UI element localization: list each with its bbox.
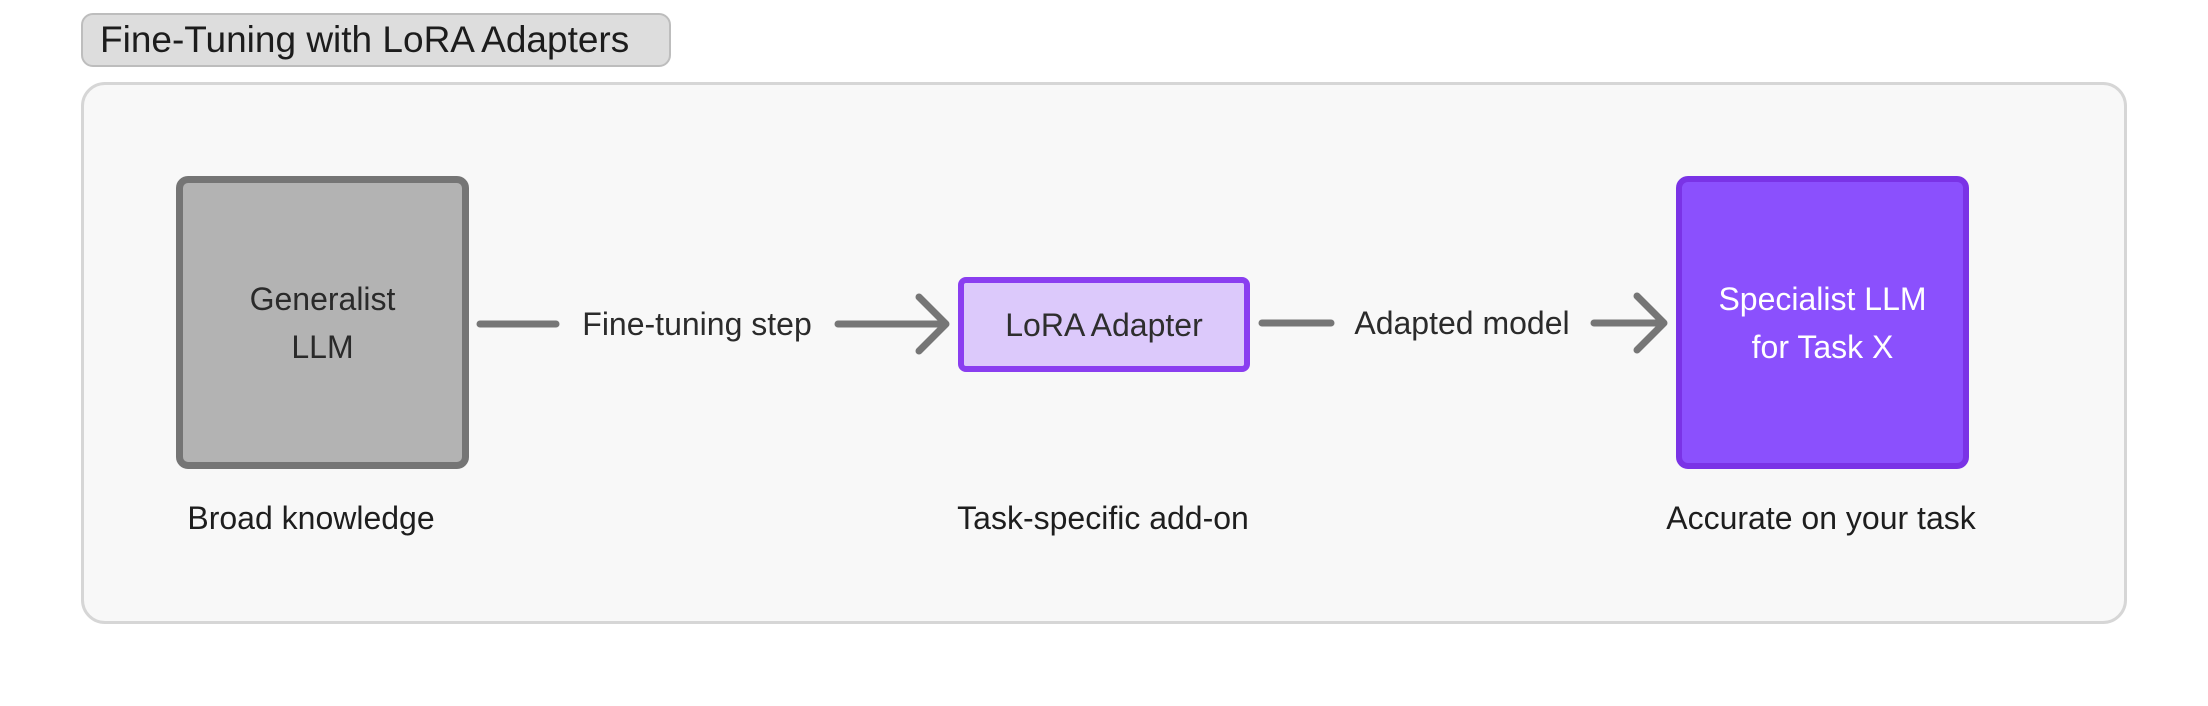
edge-fine-tuning [476,293,950,355]
specialist-llm-label: Specialist LLM for Task X [1718,280,1927,365]
edge-fine-tuning-arrowhead [915,293,950,355]
diagram-title: Fine-Tuning with LoRA Adapters [81,13,671,67]
caption-specialist: Accurate on your task [1666,500,1976,536]
generalist-llm-label: Generalist LLM [249,280,396,365]
caption-generalist: Broad knowledge [187,500,435,536]
edge-label-adapted-model: Adapted model [1354,305,1570,341]
specialist-llm-node: Specialist LLM for Task X [1676,176,1969,469]
lora-adapter-label: LoRA Adapter [1005,306,1203,343]
edge-adapted-model-arrowhead [1633,292,1668,354]
lora-adapter-node: LoRA Adapter [958,277,1250,372]
caption-lora: Task-specific add-on [957,500,1249,536]
edge-adapted-model [1258,292,1668,354]
generalist-llm-node: Generalist LLM [176,176,469,469]
edge-label-fine-tuning: Fine-tuning step [582,306,812,342]
